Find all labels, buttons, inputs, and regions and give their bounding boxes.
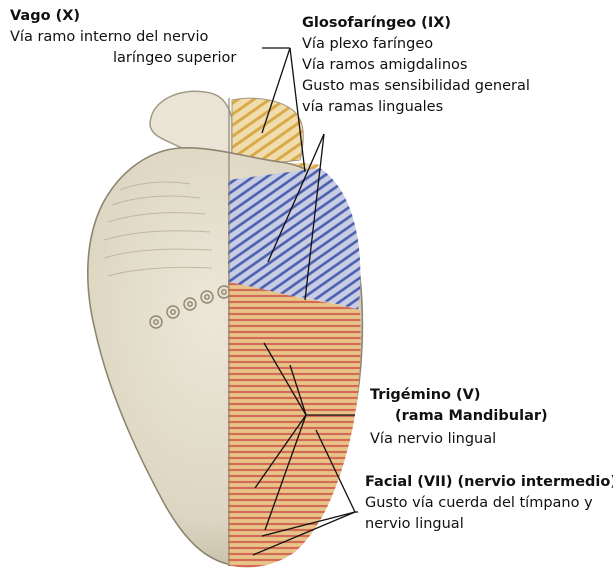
label-facial-line-2: nervio lingual xyxy=(365,514,613,535)
label-vago-title: Vago (X) xyxy=(10,6,236,27)
label-vago-line-2: laríngeo superior xyxy=(10,48,236,69)
label-glosofaringeo-line-3: Gusto mas sensibilidad general xyxy=(302,76,530,97)
label-vago: Vago (X) Vía ramo interno del nervio lar… xyxy=(10,6,236,69)
label-glosofaringeo: Glosofaríngeo (IX) Vía plexo faríngeo Ví… xyxy=(302,13,530,118)
label-glosofaringeo-line-4: vía ramas linguales xyxy=(302,97,530,118)
label-vago-line-1: Vía ramo interno del nervio xyxy=(10,27,236,48)
label-glosofaringeo-line-2: Vía ramos amigdalinos xyxy=(302,55,530,76)
label-trigemino-line-1: Vía nervio lingual xyxy=(370,427,548,450)
label-trigemino: Trigémino (V) (rama Mandibular) Vía nerv… xyxy=(370,385,548,450)
label-glosofaringeo-title: Glosofaríngeo (IX) xyxy=(302,13,530,34)
label-facial-line-1: Gusto vía cuerda del tímpano y xyxy=(365,493,613,514)
label-facial-title: Facial (VII) (nervio intermedio) xyxy=(365,472,613,493)
label-trigemino-title: Trigémino (V) xyxy=(370,385,548,406)
trigemino-facial-region xyxy=(228,282,361,567)
label-trigemino-subtitle: (rama Mandibular) xyxy=(370,406,548,427)
label-glosofaringeo-line-1: Vía plexo faríngeo xyxy=(302,34,530,55)
label-facial: Facial (VII) (nervio intermedio) Gusto v… xyxy=(365,472,613,535)
